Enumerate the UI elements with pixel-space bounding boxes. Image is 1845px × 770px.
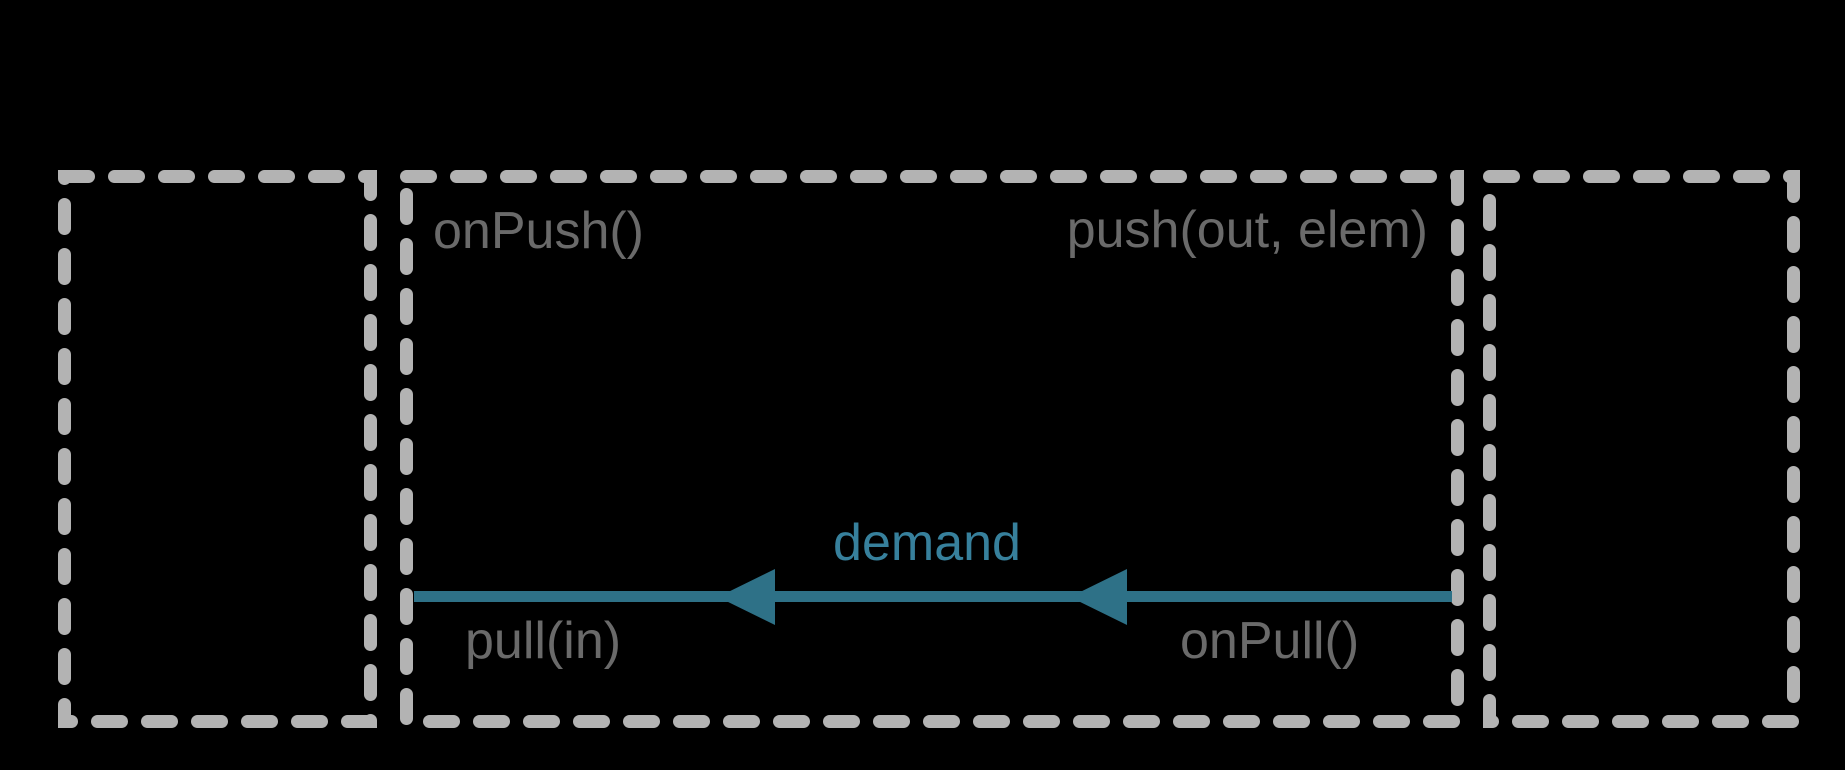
demand-arrowhead-right xyxy=(1070,569,1127,625)
push-out-elem-label: push(out, elem) xyxy=(1067,201,1428,259)
upstream-stage-box xyxy=(58,170,377,728)
pull-in-label: pull(in) xyxy=(465,612,621,670)
demand-label: demand xyxy=(833,514,1021,572)
onpush-label: onPush() xyxy=(433,202,644,260)
current-stage-box xyxy=(400,170,1464,728)
downstream-stage-box xyxy=(1483,170,1800,728)
demand-arrowhead-left xyxy=(718,569,775,625)
onpull-label: onPull() xyxy=(1180,612,1359,670)
